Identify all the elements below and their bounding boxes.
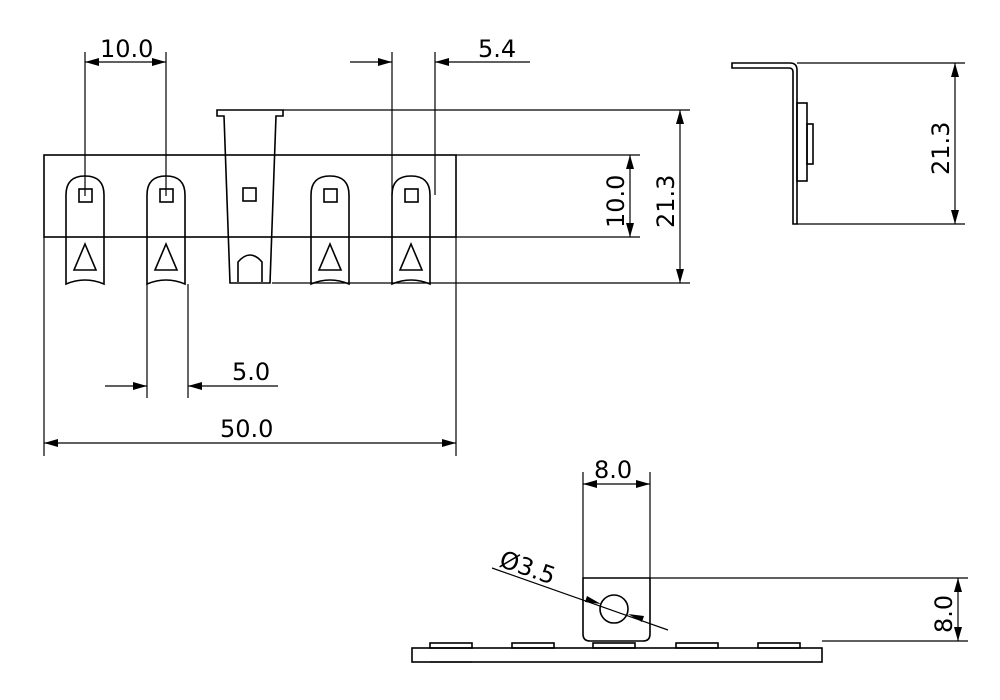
side-view: 21.3 [731,62,965,225]
dim-hole-diameter: Ø3.5 [491,545,669,631]
dim-tab-gap: 5.0 [105,284,278,398]
dim-overall-width: 50.0 [43,237,457,456]
bottom-bump-2 [511,642,555,649]
center-tab-arch [237,254,263,282]
dim-bottom-tab-width: 8.0 [582,456,651,578]
dim-side-height-label: 21.3 [927,122,955,175]
dim-tab-width-label: 5.4 [478,35,516,63]
dim-bottom-tab-width-label: 8.0 [594,456,632,484]
dim-overall-width-label: 50.0 [220,415,273,443]
bottom-bump-3 [592,642,636,649]
bottom-bump-1 [429,642,473,649]
bottom-tab-hole [599,594,629,624]
front-body-strip [43,154,457,238]
dim-bottom-tab-height-label: 8.0 [930,595,958,633]
dim-front-height: 21.3 [272,109,690,284]
dim-hole-spacing-label: 10.0 [602,175,630,228]
dim-bottom-tab-height: 8.0 [650,577,968,642]
side-profile [731,62,798,225]
bottom-upright-tab [582,577,651,642]
dim-front-height-label: 21.3 [652,175,680,228]
bottom-view: 8.0 Ø3.5 8.0 [411,456,968,663]
bottom-bump-4 [675,642,719,649]
side-boss [796,102,808,182]
bottom-base-strip [411,647,823,663]
dim-hole-diameter-label: Ø3.5 [496,545,559,590]
lug-3 [310,175,350,286]
dim-tab-pitch-label: 10.0 [100,35,153,63]
dim-side-height: 21.3 [797,62,965,225]
dim-tab-pitch: 10.0 [84,35,167,196]
dim-tab-width: 5.4 [350,35,530,195]
front-view: 10.0 5.4 21.3 10.0 [43,35,690,456]
dim-tab-gap-label: 5.0 [232,358,270,386]
dim-hole-spacing: 10.0 [456,154,640,238]
center-tab [216,109,284,284]
lug-4 [391,175,431,286]
bottom-bump-5 [757,642,801,649]
side-boss-inner [806,123,814,165]
center-tab-square [242,187,257,202]
